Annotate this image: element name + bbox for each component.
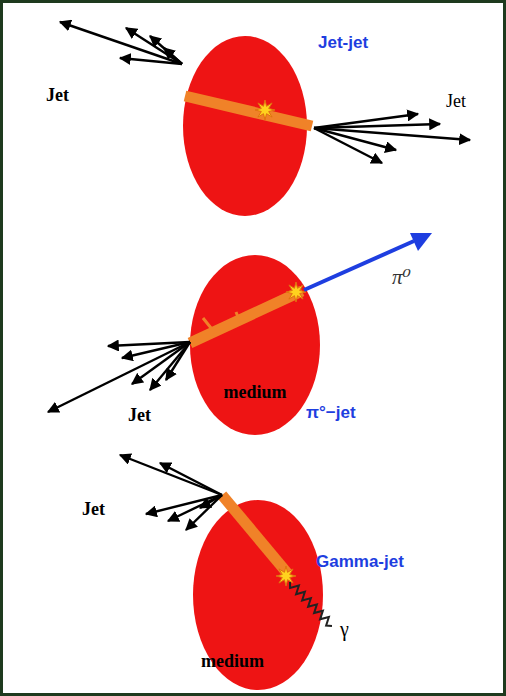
jet-particle-arrow — [168, 495, 222, 521]
ellipse-outline — [190, 255, 320, 435]
panel-title: π°−jet — [306, 404, 356, 423]
medium-ellipse: medium — [190, 255, 320, 435]
jet-particle-arrow — [120, 455, 222, 495]
jet-particle-arrow — [314, 128, 382, 163]
collision-spark — [286, 282, 306, 302]
particle-label: γ — [340, 618, 349, 640]
jet-label: Jet — [128, 406, 151, 426]
panel-title: Gamma-jet — [316, 553, 404, 572]
particle-label: π⁰ — [392, 266, 411, 289]
medium-label: medium — [201, 652, 264, 672]
jet-particle-arrow — [150, 36, 182, 64]
jet-particle-arrow — [60, 22, 182, 64]
pi0-arrow — [304, 241, 414, 290]
panel-title: Jet-jet — [318, 34, 368, 53]
jet-particle-arrow — [160, 463, 222, 495]
jet-label: Jet — [82, 500, 105, 520]
jet-particle-arrow — [200, 495, 222, 508]
collision-spark — [255, 100, 275, 120]
jet-label: Jet — [446, 92, 466, 112]
jet-particle-arrow — [120, 58, 182, 64]
medium-label: medium — [224, 383, 287, 403]
jet-particle-arrow — [150, 342, 190, 390]
jet-particle-arrow — [48, 342, 190, 412]
jet-particle-arrow — [314, 128, 396, 150]
pi0-arrowhead — [410, 233, 432, 251]
jet-label: Jet — [46, 86, 69, 106]
collision-spark — [276, 566, 296, 586]
jet-particle-arrow — [314, 114, 418, 128]
jet-particle-arrow — [166, 342, 190, 380]
parton-path — [185, 96, 312, 126]
